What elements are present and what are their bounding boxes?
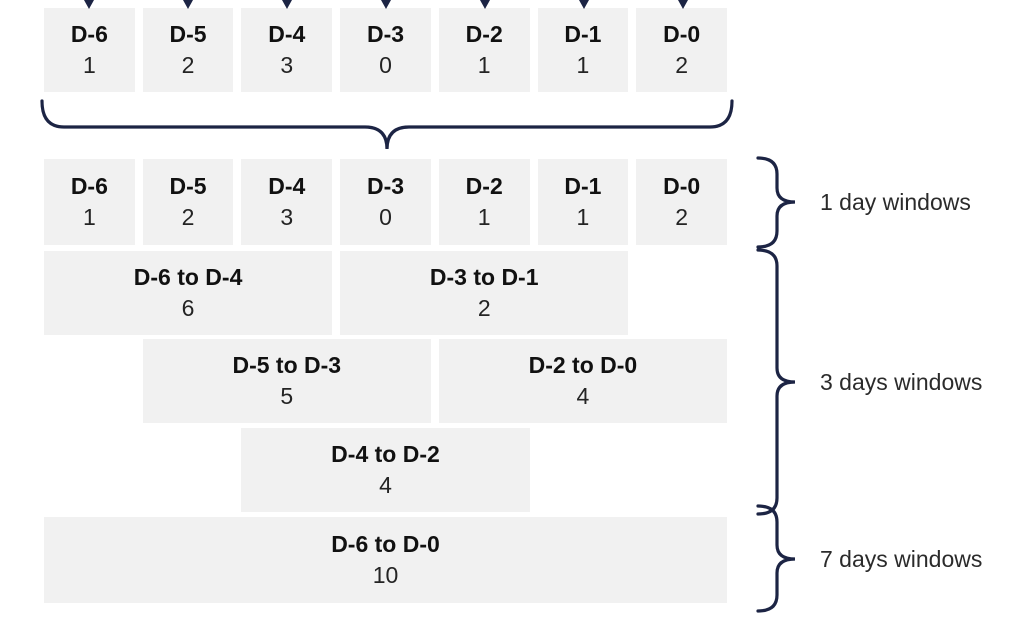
day-cell-value: 1	[82, 52, 96, 78]
window-cell-value: 2	[181, 204, 195, 230]
day-cell-d3: D-3 0	[340, 8, 431, 92]
window-cell-value: 1	[576, 204, 590, 230]
day-cell-label: D-6	[70, 21, 108, 48]
day-cell-d0: D-0 2	[636, 8, 727, 92]
day-cell-d4: D-4 3	[241, 8, 333, 92]
three-day-windows-row-c: D-4 to D-2 4	[44, 428, 727, 512]
window-cell-value: 1	[82, 204, 96, 230]
window-cell-value: 2	[675, 204, 689, 230]
day-cell-d5: D-5 2	[142, 8, 234, 92]
day-cell-label: D-5	[169, 21, 207, 48]
window-value: 6	[181, 295, 195, 321]
window-cell-label: D-2	[465, 173, 503, 200]
window-cell-label: D-3	[366, 173, 405, 200]
window-cell-value: 3	[280, 204, 294, 230]
day-cell-d1: D-1 1	[537, 8, 629, 92]
one-day-windows-row: D-6 1 D-5 2 D-4 3 D-3 0 D-2 1 D-1 1 D-0 …	[44, 159, 727, 245]
window-cell-label: D-0	[663, 173, 701, 200]
window-d6-to-d4: D-6 to D-4 6	[44, 251, 333, 335]
brace-7-days	[756, 504, 796, 613]
window-cell-label: D-6	[70, 173, 108, 200]
window-value: 4	[379, 472, 392, 498]
window-cell-d5: D-5 2	[142, 159, 234, 245]
day-cell-label: D-0	[663, 21, 701, 48]
day-cell-d2: D-2 1	[438, 8, 530, 92]
day-cell-value: 0	[379, 52, 392, 78]
window-cell-label: D-5	[169, 173, 207, 200]
three-day-windows-row-a: D-6 to D-4 6 D-3 to D-1 2	[44, 251, 727, 335]
day-cell-value: 1	[576, 52, 590, 78]
group-label-7-days: 7 days windows	[820, 546, 983, 572]
window-cell-d2: D-2 1	[438, 159, 530, 245]
window-label: D-6 to D-0	[331, 531, 440, 558]
day-cell-label: D-2	[465, 21, 503, 48]
window-cell-d4: D-4 3	[241, 159, 333, 245]
day-cell-value: 2	[181, 52, 195, 78]
group-label-1-day: 1 day windows	[820, 189, 971, 215]
brace-1-day	[756, 156, 796, 249]
group-label-3-days: 3 days windows	[820, 369, 983, 395]
three-day-windows-row-b: D-5 to D-3 5 D-2 to D-0 4	[44, 339, 727, 423]
window-cell-value: 1	[477, 204, 491, 230]
window-label: D-3 to D-1	[429, 264, 539, 291]
window-d5-to-d3: D-5 to D-3 5	[142, 339, 431, 423]
day-cell-value: 1	[477, 52, 491, 78]
window-label: D-6 to D-4	[133, 264, 243, 291]
window-label: D-4 to D-2	[331, 441, 440, 468]
seven-day-window-row: D-6 to D-0 10	[44, 517, 727, 603]
window-d2-to-d0: D-2 to D-0 4	[438, 339, 727, 423]
window-value: 5	[280, 383, 294, 409]
window-cell-d0: D-0 2	[636, 159, 727, 245]
window-cell-value: 0	[379, 204, 392, 230]
source-day-row: D-6 1 D-5 2 D-4 3 D-3 0 D-2 1 D-1 1 D-0 …	[44, 8, 727, 92]
window-label: D-5 to D-3	[232, 352, 342, 379]
window-cell-label: D-1	[564, 173, 602, 200]
window-value: 2	[477, 295, 491, 321]
window-cell-d3: D-3 0	[340, 159, 431, 245]
window-d3-to-d1: D-3 to D-1 2	[340, 251, 629, 335]
day-cell-label: D-4	[268, 21, 306, 48]
window-value: 10	[372, 562, 399, 588]
day-cell-d6: D-6 1	[44, 8, 135, 92]
window-cell-d1: D-1 1	[537, 159, 629, 245]
day-cell-value: 3	[280, 52, 294, 78]
brace-3-days	[756, 248, 796, 516]
window-d6-to-d0: D-6 to D-0 10	[44, 517, 727, 603]
window-value: 4	[576, 383, 590, 409]
window-cell-d6: D-6 1	[44, 159, 135, 245]
day-cell-label: D-3	[366, 21, 405, 48]
window-cell-label: D-4	[268, 173, 306, 200]
day-cell-label: D-1	[564, 21, 602, 48]
window-d4-to-d2: D-4 to D-2 4	[241, 428, 530, 512]
day-cell-value: 2	[675, 52, 689, 78]
window-label: D-2 to D-0	[528, 352, 638, 379]
underbrace	[40, 99, 734, 150]
